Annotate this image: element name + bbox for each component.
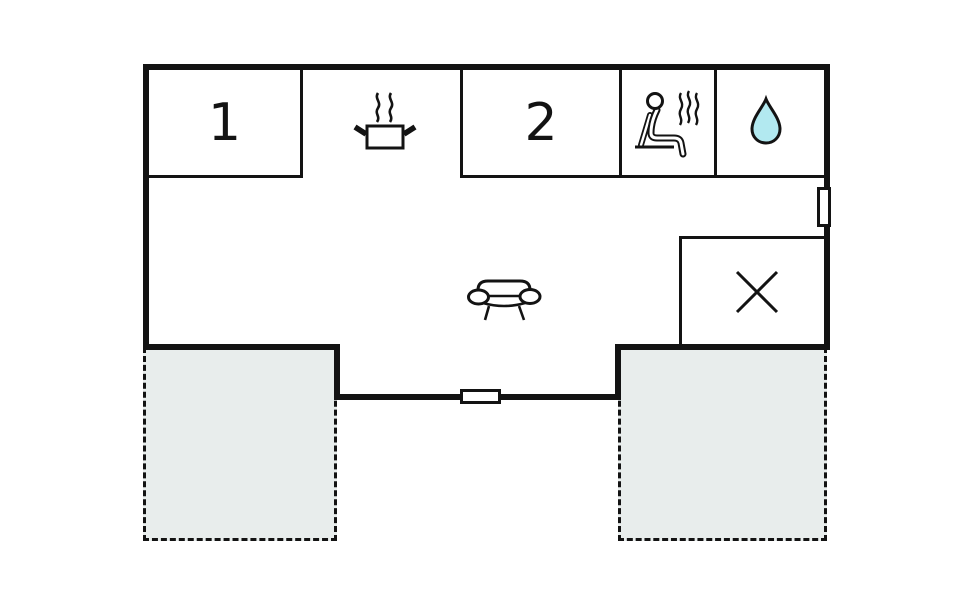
terrace-left (143, 347, 337, 541)
room-1-label: 1 (207, 92, 242, 153)
terrace-right (618, 347, 827, 541)
wall-toprow-bottom (460, 175, 824, 178)
wall-bottom-left (143, 344, 340, 350)
wall-room2-sauna-divider (619, 70, 622, 178)
wall-room2-left (460, 70, 463, 178)
room-2-label: 2 (524, 92, 558, 153)
window-marker (817, 187, 831, 227)
wall-outer-left (143, 64, 149, 350)
wall-outer-top (143, 64, 830, 70)
wall-room1-bottom (149, 175, 303, 178)
wall-recess-left (334, 344, 340, 400)
x-mark-icon (735, 270, 779, 314)
door-marker (460, 389, 501, 404)
wall-xroom-left (679, 236, 682, 344)
sauna-person-icon (635, 90, 700, 158)
wall-recess-right (615, 344, 621, 400)
wall-sauna-bath-divider (714, 70, 717, 178)
wall-room1-right (300, 70, 303, 178)
wall-xroom-top (679, 236, 824, 239)
water-drop-icon (750, 94, 782, 145)
wall-bottom-right (615, 344, 830, 350)
sofa-icon (467, 279, 542, 321)
cooking-pot-steam-icon (353, 92, 417, 150)
